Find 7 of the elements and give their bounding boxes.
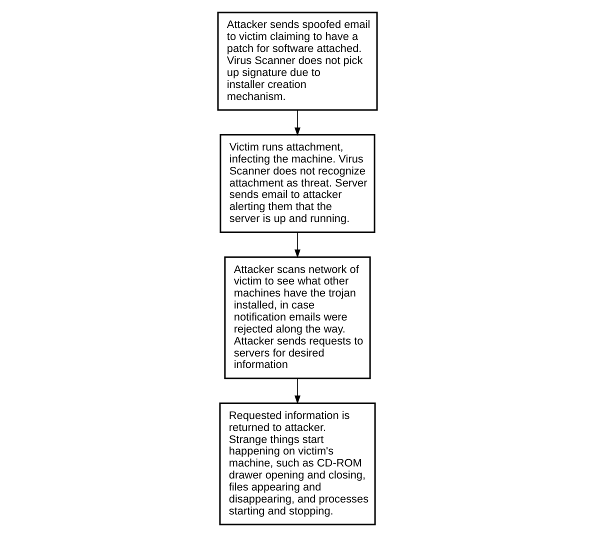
arrow: [294, 110, 300, 136]
arrow: [294, 378, 300, 404]
node-box: Attacker sends spoofed email to victim claiming to have a patch for software attached. Virus Scanner does not pick up signature due to installer creation mechanism.: [216, 12, 378, 111]
node-box: Victim runs attachment, infecting the machine. Virus Scanner does not recognize attachment as threat. Server sends email to attacker alerting them that the server is up and running.: [219, 134, 375, 233]
node-box: Requested information is returned to attacker. Strange things start happening on victim's machine, such as CD-ROM drawer opening and closing, files appearing and disappearing, and processes starting and stopping.: [218, 402, 376, 526]
arrow: [294, 232, 300, 258]
node-box: Attacker scans network of victim to see what other machines have the trojan installed, in case notification emails were rejected along the way. Attacker sends requests to servers for desired information: [224, 256, 370, 380]
